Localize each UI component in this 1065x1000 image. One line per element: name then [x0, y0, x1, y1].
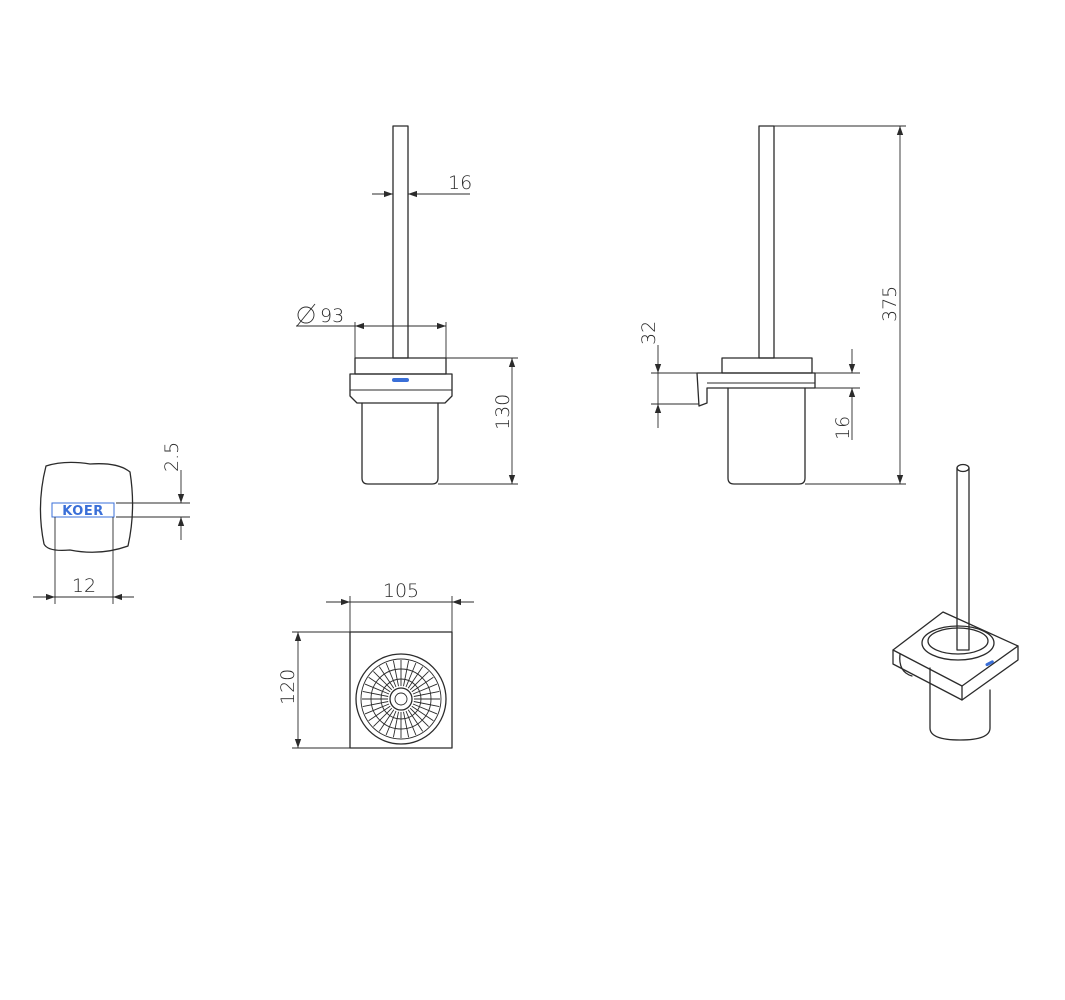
- bristle-line: [364, 683, 390, 695]
- bristle-line: [413, 701, 440, 708]
- dim-total-height: 375: [879, 286, 901, 322]
- logo-detail-view: KOER 2.5 12: [33, 442, 190, 604]
- bristle-line: [373, 707, 393, 727]
- brush-handle-side: [758, 125, 775, 359]
- logo-plate-outline: [39, 461, 134, 553]
- cup-outer-ring: [355, 653, 447, 745]
- bristle-line: [368, 676, 391, 693]
- handle-socket-inner: [394, 692, 408, 706]
- bristle-line: [407, 709, 424, 732]
- iso-top-plate: [892, 611, 1019, 687]
- dim-bracket-height: 32: [638, 321, 660, 345]
- bristle-line: [362, 690, 389, 697]
- dim-lip-height: 16: [832, 416, 854, 440]
- bristle-line: [407, 666, 424, 689]
- bristle-line: [385, 662, 397, 688]
- bristle-line: [411, 705, 434, 722]
- brush-bristle-pattern: [362, 660, 440, 738]
- bristle-line: [373, 671, 393, 691]
- cup-rim: [354, 357, 447, 375]
- bristle-ring: [380, 678, 422, 720]
- dim-logo-width: 12: [72, 575, 96, 597]
- top-plate: [349, 631, 453, 749]
- bristle-line: [405, 662, 417, 688]
- handle-socket: [389, 687, 413, 711]
- bristle-line: [412, 703, 438, 715]
- brand-logo: KOER: [62, 504, 103, 519]
- iso-cup-body: [929, 667, 991, 741]
- cup-body-side: [727, 387, 806, 485]
- side-view: 32 16 375: [638, 125, 906, 485]
- dim-body-height: 130: [492, 394, 514, 430]
- bristle-line: [405, 710, 417, 736]
- isometric-view: [892, 463, 1019, 741]
- bristle-line: [378, 709, 395, 732]
- iso-brush-handle: [956, 467, 970, 651]
- bristle-line: [411, 676, 434, 693]
- iso-bracket-lip: [899, 653, 913, 677]
- bristle-line: [413, 690, 440, 697]
- logo-badge: [392, 378, 409, 382]
- bristle-line: [385, 710, 397, 736]
- top-view: 105 120: [277, 580, 474, 749]
- cup-body: [361, 402, 439, 485]
- bristle-line: [412, 683, 438, 695]
- iso-cup-rim-outer: [921, 625, 995, 661]
- cup-inner-ring: [360, 658, 442, 740]
- dim-handle-width: 16: [448, 172, 472, 194]
- bristle-line: [368, 705, 391, 722]
- bristle-line: [409, 671, 429, 691]
- dim-top-depth: 120: [277, 669, 299, 705]
- iso-cup-rim-inner: [927, 627, 989, 655]
- bristle-line: [392, 711, 399, 738]
- cup-rim-side: [721, 357, 813, 374]
- bristle-line: [378, 666, 395, 689]
- dim-cup-diameter: 93: [320, 305, 344, 327]
- iso-handle-cap: [956, 463, 970, 473]
- dim-logo-recess: 2.5: [161, 442, 183, 472]
- bristle-line: [409, 707, 429, 727]
- brush-handle: [392, 125, 409, 359]
- bristle-line: [392, 660, 399, 687]
- logo-frame: [51, 502, 115, 518]
- bristle-line: [362, 701, 389, 708]
- bristle-line: [403, 660, 410, 687]
- bristle-line: [403, 711, 410, 738]
- front-view: 16 93 130: [296, 125, 518, 485]
- diameter-icon: [296, 303, 316, 327]
- bristle-line: [364, 703, 390, 715]
- bristle-ring: [370, 668, 432, 730]
- dim-top-width: 105: [383, 580, 419, 602]
- holder-bracket: [349, 373, 453, 404]
- holder-bracket-side: [696, 372, 816, 407]
- iso-logo-badge: [985, 660, 994, 667]
